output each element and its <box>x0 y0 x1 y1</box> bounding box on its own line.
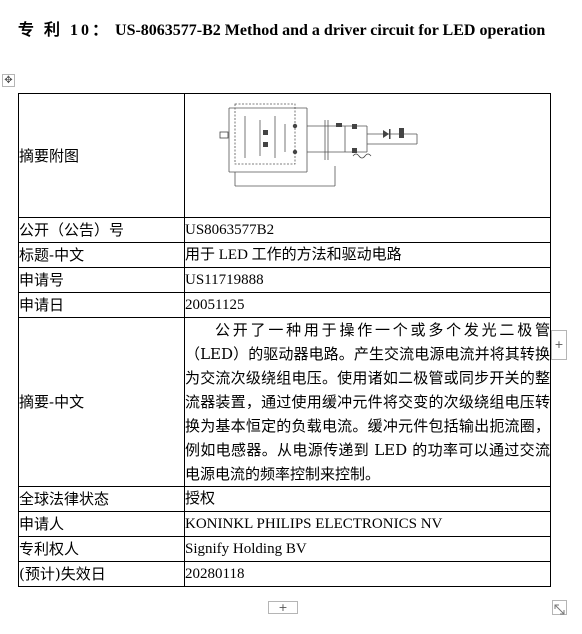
heading-prefix: 专 利 10： <box>18 22 112 39</box>
table-row-abstract: 摘要-中文 公开了一种用于操作一个或多个发光二极管（LED）的驱动器电路。产生交… <box>18 317 551 487</box>
patentee-value: Signify Holding BV <box>184 536 551 562</box>
expiry-date-label: (预计)失效日 <box>18 561 185 587</box>
legal-status-label: 全球法律状态 <box>18 486 185 512</box>
circuit-diagram-image <box>185 94 550 217</box>
abstract-cn-text: 公开了一种用于操作一个或多个发光二极管（LED）的驱动器电路。产生交流电源电流并… <box>184 317 551 487</box>
circuit-diagram-icon <box>219 103 418 187</box>
heading-title: US-8063577-B2 Method and a driver circui… <box>115 22 546 39</box>
patent-info-table: 摘要附图 <box>18 93 551 587</box>
table-resize-handle[interactable] <box>552 600 567 615</box>
title-cn-label: 标题-中文 <box>18 242 185 268</box>
table-move-handle-icon[interactable]: ✥ <box>2 74 15 87</box>
application-number-value: US11719888 <box>184 267 551 293</box>
table-row: 申请日 20051125 <box>18 292 551 318</box>
table-row: 申请号 US11719888 <box>18 267 551 293</box>
application-date-label: 申请日 <box>18 292 185 318</box>
abstract-cn-label: 摘要-中文 <box>18 317 185 487</box>
title-cn-value: 用于 LED 工作的方法和驱动电路 <box>184 242 551 268</box>
table-row: 专利权人 Signify Holding BV <box>18 536 551 562</box>
figure-label: 摘要附图 <box>18 93 185 218</box>
resize-arrow-icon <box>554 604 565 615</box>
patentee-label: 专利权人 <box>18 536 185 562</box>
applicant-value: KONINKL PHILIPS ELECTRONICS NV <box>184 511 551 537</box>
patent-heading: 专 利 10： US-8063577-B2 Method and a drive… <box>18 18 552 44</box>
table-row-figure: 摘要附图 <box>18 93 551 218</box>
table-row: 申请人 KONINKL PHILIPS ELECTRONICS NV <box>18 511 551 537</box>
table-row: (预计)失效日 20280118 <box>18 561 551 587</box>
add-row-button[interactable]: + <box>268 601 298 614</box>
table-row: 标题-中文 用于 LED 工作的方法和驱动电路 <box>18 242 551 268</box>
abstract-figure-cell <box>184 93 551 218</box>
table-row: 全球法律状态 授权 <box>18 486 551 512</box>
application-number-label: 申请号 <box>18 267 185 293</box>
publication-number-value: US8063577B2 <box>184 217 551 243</box>
application-date-value: 20051125 <box>184 292 551 318</box>
expiry-date-value: 20280118 <box>184 561 551 587</box>
applicant-label: 申请人 <box>18 511 185 537</box>
publication-number-label: 公开（公告）号 <box>18 217 185 243</box>
table-row: 公开（公告）号 US8063577B2 <box>18 217 551 243</box>
add-column-button[interactable]: + <box>551 330 567 360</box>
legal-status-value: 授权 <box>184 486 551 512</box>
